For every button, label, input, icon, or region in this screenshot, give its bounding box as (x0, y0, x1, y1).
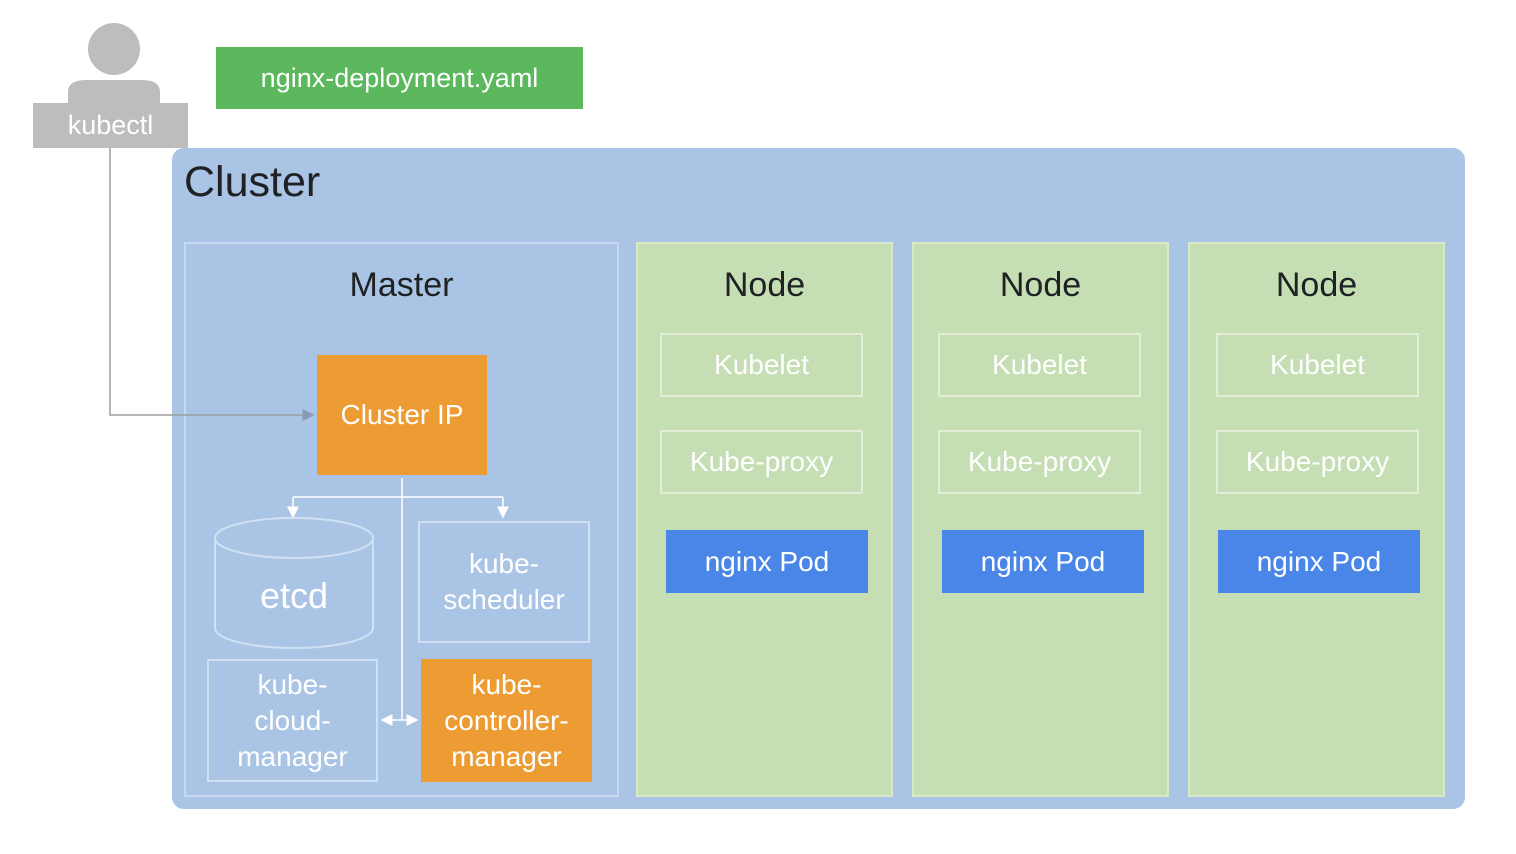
kubectl-label: kubectl (33, 103, 188, 148)
kube-controller-manager-box: kube- controller- manager (421, 659, 592, 782)
master-title: Master (349, 265, 454, 304)
kube-controller-manager-label: kube- controller- manager (444, 668, 569, 772)
cluster-ip-box: Cluster IP (317, 355, 487, 475)
kube-proxy-box: Kube-proxy (660, 430, 863, 494)
node-container (1188, 242, 1445, 797)
nginx-pod-box: nginx Pod (1218, 530, 1420, 593)
node-container (636, 242, 893, 797)
kubelet-box: Kubelet (1216, 333, 1419, 397)
kubelet-box: Kubelet (938, 333, 1141, 397)
node-title: Node (1275, 265, 1358, 304)
node-title: Node (999, 265, 1082, 304)
nginx-pod-box: nginx Pod (666, 530, 868, 593)
kube-cloud-manager-box: kube- cloud- manager (207, 659, 378, 782)
nginx-pod-box: nginx Pod (942, 530, 1144, 593)
node-title: Node (723, 265, 806, 304)
yaml-file-label: nginx-deployment.yaml (216, 47, 583, 109)
node-container (912, 242, 1169, 797)
etcd-label: etcd (259, 575, 329, 616)
cluster-title: Cluster (184, 158, 321, 206)
kube-proxy-box: Kube-proxy (938, 430, 1141, 494)
user-icon (68, 23, 160, 110)
kubelet-box: Kubelet (660, 333, 863, 397)
kube-cloud-manager-label: kube- cloud- manager (237, 668, 348, 772)
kube-scheduler-box: kube- scheduler (418, 521, 590, 643)
etcd-cylinder-icon (214, 517, 374, 649)
kube-proxy-box: Kube-proxy (1216, 430, 1419, 494)
kube-scheduler-label: kube- scheduler (443, 548, 565, 615)
